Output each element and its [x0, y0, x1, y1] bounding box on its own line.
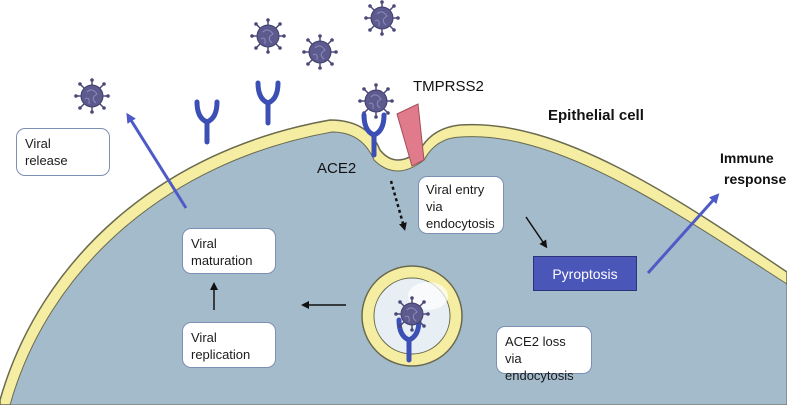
- box-line: Viral entry: [426, 182, 485, 197]
- entry-arrow: [389, 180, 407, 231]
- ace2-receptor-icon: [258, 83, 278, 123]
- box-line: release: [25, 153, 68, 168]
- viral-replication-box: Viral replication: [182, 322, 276, 368]
- box-line: maturation: [191, 253, 253, 268]
- epithelial-cell-label: Epithelial cell: [548, 107, 644, 124]
- ace2-label: ACE2: [317, 160, 357, 177]
- pyroptosis-box: Pyroptosis: [533, 256, 637, 291]
- release-arrow: [126, 112, 188, 209]
- tmprss2-icon: [396, 103, 425, 167]
- box-line: Viral: [25, 136, 51, 151]
- box-line: ACE2 loss via: [505, 334, 566, 366]
- virus-icon: [301, 33, 339, 71]
- box-line: endocytosis: [426, 216, 495, 231]
- tmprss2-label: TMPRSS2: [413, 78, 484, 95]
- immune-response-label: Immune response: [720, 148, 786, 190]
- immune-response-line: response: [724, 171, 787, 187]
- virus-icon: [249, 17, 287, 55]
- box-line: endocytosis: [505, 368, 574, 383]
- immune-arrow: [646, 193, 720, 275]
- ace2-receptor-icon: [197, 102, 217, 142]
- pyroptosis-arrow: [525, 216, 548, 249]
- immune-response-line: Immune: [720, 150, 774, 166]
- viral-release-box: Viral release: [16, 128, 110, 176]
- box-line: via: [426, 199, 443, 214]
- viral-maturation-box: Viral maturation: [182, 228, 276, 274]
- ace2-loss-box: ACE2 loss via endocytosis: [496, 326, 592, 383]
- box-line: replication: [191, 347, 251, 362]
- box-line: Viral: [191, 330, 217, 345]
- viral-entry-box: Viral entry via endocytosis: [418, 176, 504, 234]
- box-line: Viral: [191, 236, 217, 251]
- virus-icon: [393, 295, 431, 333]
- virus-icon: [363, 0, 401, 37]
- virus-icon: [73, 77, 111, 115]
